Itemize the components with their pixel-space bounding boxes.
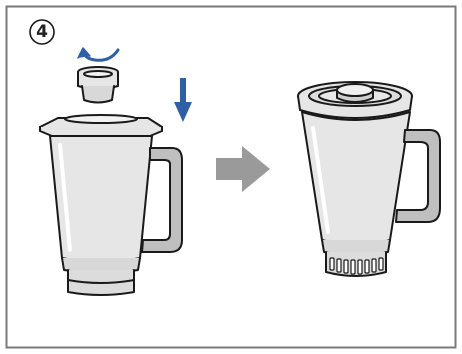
jar-lid bbox=[40, 115, 162, 136]
right-jar-assembly bbox=[298, 82, 440, 276]
left-jar-assembly bbox=[40, 48, 192, 295]
step-number: 4 bbox=[30, 20, 54, 44]
assembled-base bbox=[326, 252, 386, 276]
lid-cap bbox=[78, 67, 118, 103]
assembled-lid bbox=[298, 82, 412, 118]
rotate-arrow-icon bbox=[78, 48, 118, 60]
assembled-jar-body bbox=[302, 112, 410, 245]
down-arrow-icon bbox=[174, 78, 192, 122]
right-arrow-icon bbox=[216, 146, 270, 192]
